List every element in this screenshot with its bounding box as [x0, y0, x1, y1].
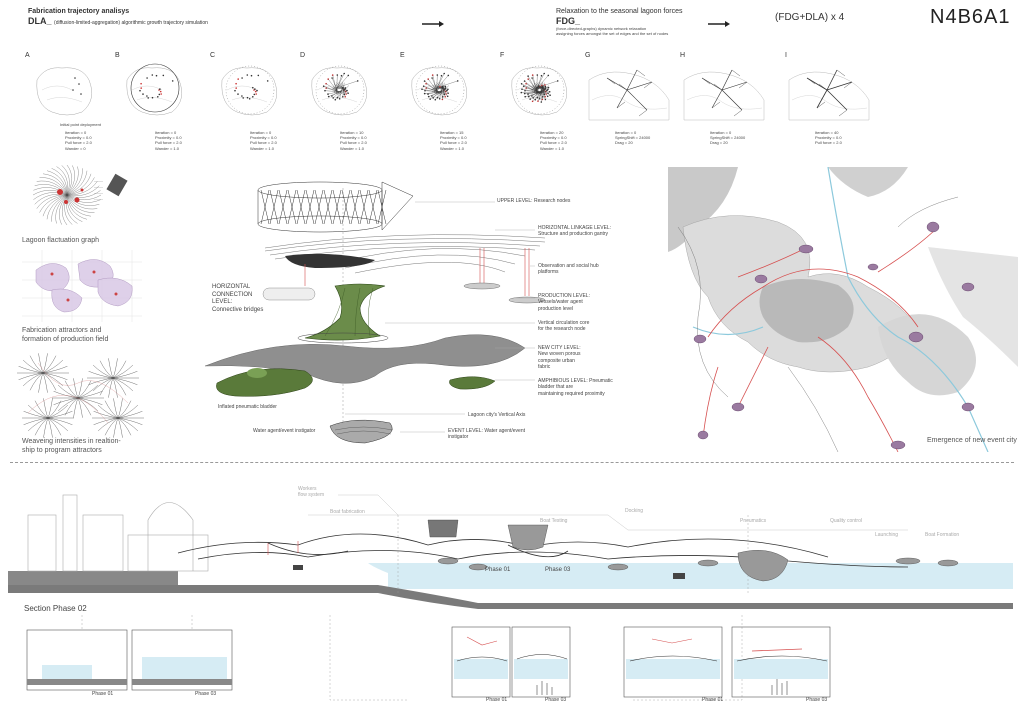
header-left: Fabrication trajectory analisys DLA_ (di… — [28, 8, 308, 26]
svg-text:———: ——— — [94, 197, 103, 201]
step-f: F Iteration = 20 Proximity = 0.0 Pull for… — [500, 52, 590, 157]
step-diagram — [588, 69, 670, 121]
detail-label-4: Phase 03 — [545, 697, 567, 703]
step-diagram — [311, 65, 368, 116]
detail-label-6: Phase 03 — [806, 697, 828, 703]
fdg-title: Relaxation to the seasonal lagoon forces — [556, 8, 683, 15]
step-letter: D — [300, 52, 306, 59]
step-params: Iteration = 0 Proximity = 0.0 Pull force… — [155, 130, 182, 151]
step-diagram — [511, 65, 568, 116]
step-h: H Iteration = 0 SpringShift = 24000 Drag … — [680, 52, 770, 157]
svg-text:———: ——— — [94, 185, 103, 189]
label-bladder: Inflated pneumatic bladder — [218, 404, 277, 410]
step-params: Iteration = 0 SpringShift = 24000 Drag =… — [710, 130, 746, 146]
step-letter: F — [500, 52, 505, 59]
detail-label-5: Phase 01 — [702, 697, 724, 703]
dla-title: Fabrication trajectory analisys — [28, 8, 130, 15]
step-params: Iteration = 40 Proximity = 0.0 Pull forc… — [815, 130, 842, 146]
step-params: Iteration = 0 Proximity = 0.0 Pull force… — [250, 130, 277, 151]
attractors-diagram — [22, 250, 142, 322]
step-diagram — [36, 67, 93, 116]
label-observation: Observation and social hub platforms — [538, 263, 599, 276]
lagoon-graph: ——— ——— ——— ——— — [32, 164, 128, 226]
graph-caption: Lagoon flactuation graph — [22, 237, 100, 244]
step-diagram — [788, 69, 870, 121]
detail-frames — [26, 615, 831, 701]
step-caption: Initial point deployment — [60, 122, 101, 127]
step-diagram — [221, 65, 278, 116]
step-params: Iteration = 10 Proximity = 0.0 Pull forc… — [340, 130, 367, 151]
section-label: Launching — [875, 532, 899, 538]
dla-subtitle: (diffusion-limited-aggregation) algorith… — [54, 20, 208, 26]
step-c: C Iteration = 0 Proximity = 0.0 Pull forc… — [210, 52, 300, 157]
label-linkage: HORIZONTAL LINKAGE LEVEL: Structure and … — [538, 225, 612, 238]
step-letter: A — [25, 52, 30, 59]
section-label: Docking — [625, 508, 644, 514]
step-b: B Iteration = 0 Proximity = 0.0 Pull forc… — [115, 52, 205, 157]
section-label: Boat Testing — [540, 518, 568, 524]
label-horizontal-connection: HORIZONTAL CONNECTION LEVEL: Connective … — [212, 284, 264, 313]
section-label: Workers flow system — [298, 486, 325, 499]
divider — [10, 462, 1014, 463]
linkage-level — [264, 234, 546, 274]
step-diagram — [411, 65, 468, 116]
step-d: D Iteration = 10 Proximity = 0.0 Pull for… — [300, 52, 390, 157]
step-letter: B — [115, 52, 120, 59]
svg-text:———: ——— — [94, 179, 103, 183]
section-title: Section Phase 02 — [24, 604, 87, 613]
step-letter: E — [400, 52, 405, 59]
section-label: Boat Formation — [925, 532, 960, 538]
step-letter: I — [785, 52, 787, 59]
detail-label-1: Phase 01 — [92, 691, 114, 697]
detail-label-2: Phase 03 — [195, 691, 217, 697]
attractors-caption: Fabrication attractors and formation of … — [22, 327, 109, 344]
step-letter: C — [210, 52, 216, 59]
step-letter: H — [680, 52, 686, 59]
label-upper: UPPER LEVEL: Research nodes — [497, 198, 571, 204]
label-axis: Lagoon city's Vertical Axis — [468, 412, 526, 418]
step-i: I Iteration = 40 Proximity = 0.0 Pull for… — [785, 52, 875, 157]
label-new-city: NEW CITY LEVEL: New woven porous composi… — [538, 345, 581, 370]
arrow-icon — [708, 21, 730, 27]
fdg-code: FDG_ — [556, 16, 581, 26]
weaving-diagram — [17, 353, 144, 438]
section-phase-a: Phase 01 — [485, 567, 511, 573]
step-diagram — [683, 69, 765, 121]
label-event: EVENT LEVEL: Water agent/event instigato… — [448, 428, 525, 441]
label-water-agent: Water agent/event instigator — [253, 428, 316, 434]
dla-code: DLA_ — [28, 16, 52, 26]
step-diagram — [126, 63, 183, 116]
section-phase-b: Phase 03 — [545, 567, 571, 573]
step-params: Iteration = 0 SpringShift = 24000 Drag =… — [615, 130, 651, 146]
svg-text:———: ——— — [94, 191, 103, 195]
step-params: Iteration = 15 Proximity = 0.0 Pull forc… — [440, 130, 467, 151]
weaving-caption: Weaveing intensities in realtion- ship t… — [22, 438, 121, 455]
site-map — [668, 167, 1018, 452]
arrow-icon — [422, 21, 444, 27]
step-e: E Iteration = 15 Proximity = 0.0 Pull for… — [400, 52, 490, 157]
step-letter: G — [585, 52, 591, 59]
upper-level-lattice — [257, 181, 414, 233]
section-label: Quality control — [830, 518, 862, 524]
label-vertical-core: Vertical circulation core for the resear… — [538, 320, 590, 333]
detail-label-3: Phase 01 — [486, 697, 508, 703]
step-params: Iteration = 0 Proximity = 0.0 Pull force… — [65, 130, 92, 151]
step-g: G Iteration = 0 SpringShift = 24000 Drag … — [585, 52, 675, 157]
map-caption: Emergence of new event city — [927, 437, 1017, 444]
label-production: PRODUCTION LEVEL: Vessels/water agent pr… — [538, 293, 590, 312]
exploded-axonometric — [204, 181, 546, 444]
section-label: Pneumatics — [740, 518, 767, 524]
formula: (FDG+DLA) x 4 — [775, 12, 845, 23]
step-params: Iteration = 20 Proximity = 0.0 Pull forc… — [540, 130, 567, 151]
section-drawing — [8, 494, 1013, 609]
fdg-subtitle: (force-directed-graphs) dynamic network … — [556, 26, 669, 36]
project-code: N4B6A1 — [930, 6, 1011, 28]
header-mid: Relaxation to the seasonal lagoon forces… — [556, 8, 756, 36]
label-amphibious: AMPHIBIOUS LEVEL: Pneumatic bladder that… — [538, 378, 613, 397]
section-label: Boat fabrication — [330, 509, 365, 515]
